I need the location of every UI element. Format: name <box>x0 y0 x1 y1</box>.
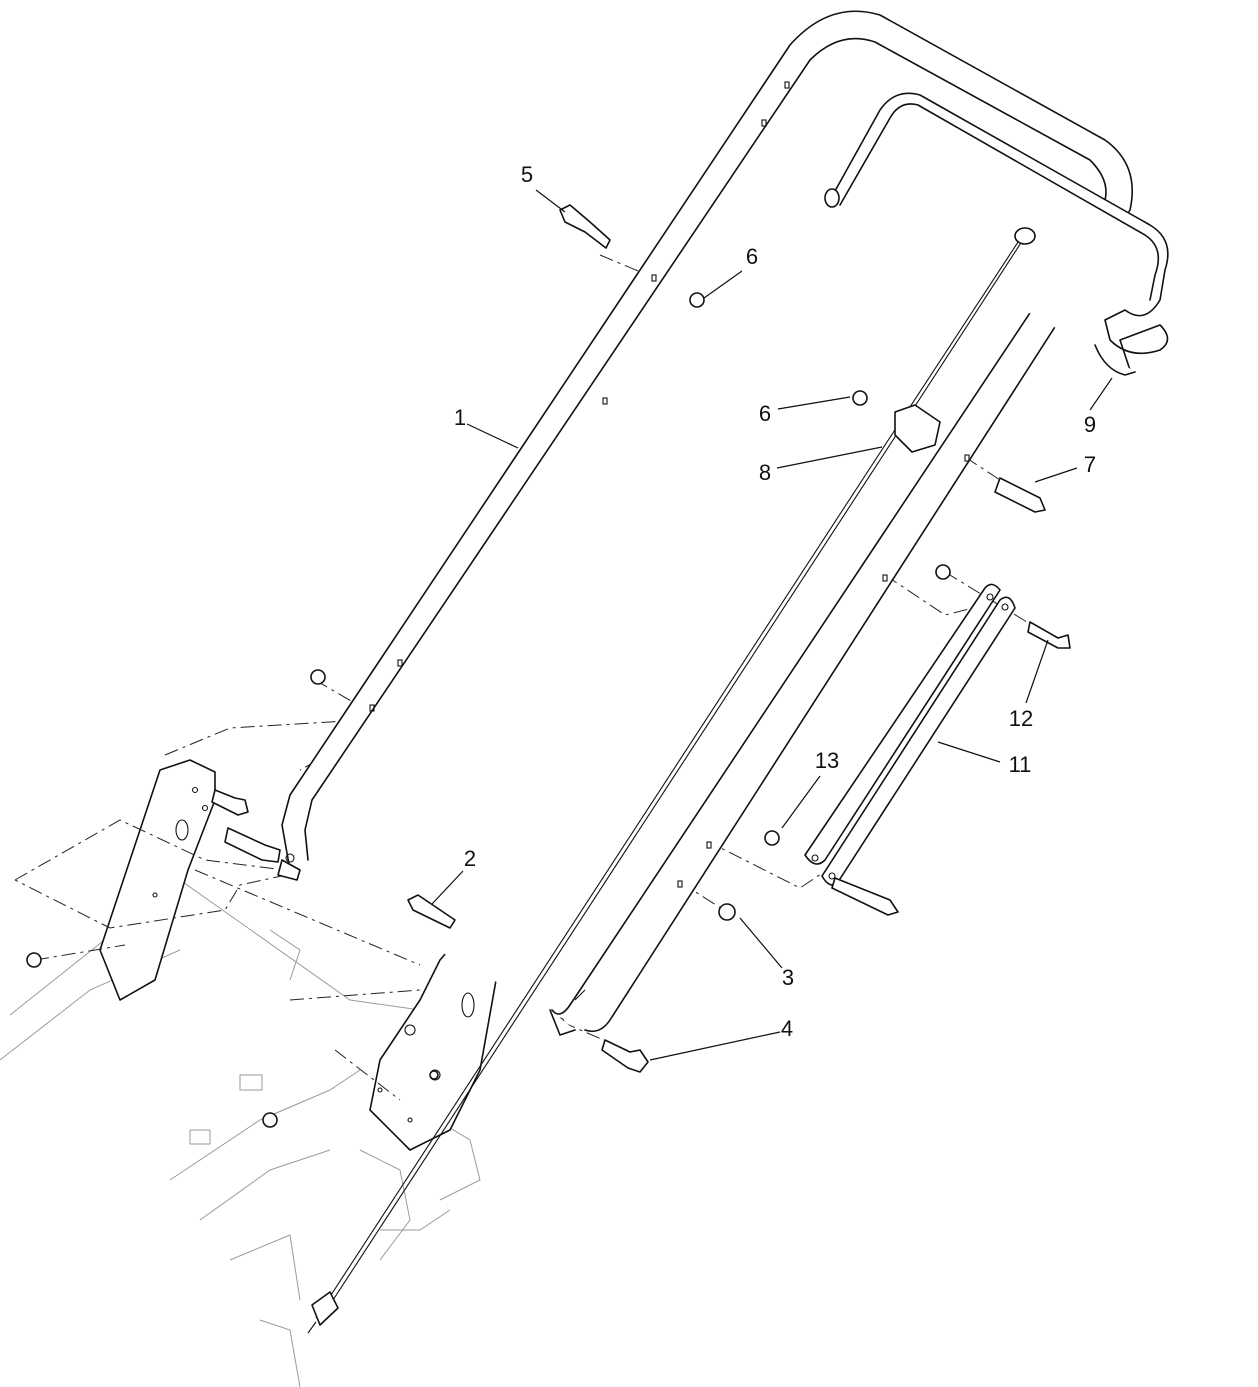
control-cable <box>307 227 1036 1334</box>
mower-housing-ghost <box>0 879 481 1387</box>
left-mount-bracket <box>99 759 216 1001</box>
callout-8: 8 <box>759 460 771 485</box>
callout-5: 5 <box>521 162 533 187</box>
callout-11: 11 <box>1009 752 1032 777</box>
callout-3: 3 <box>782 965 794 990</box>
callout-2: 2 <box>464 846 476 871</box>
callout-7: 7 <box>1084 452 1096 477</box>
control-bail <box>824 92 1169 376</box>
callout-13: 13 <box>815 748 839 773</box>
callout-9: 9 <box>1084 412 1096 437</box>
leader-lines <box>431 189 1113 1061</box>
upper-handle <box>277 10 1133 1036</box>
callout-labels: 1 2 3 4 5 6 6 7 8 9 11 12 13 <box>454 162 1096 1041</box>
callout-4: 4 <box>781 1016 793 1041</box>
handle-links <box>804 583 1016 886</box>
fasteners <box>26 204 1071 1128</box>
callout-6-upper: 6 <box>746 244 758 269</box>
callout-1: 1 <box>454 405 466 430</box>
callout-6-lower: 6 <box>759 401 771 426</box>
callout-12: 12 <box>1009 706 1033 731</box>
